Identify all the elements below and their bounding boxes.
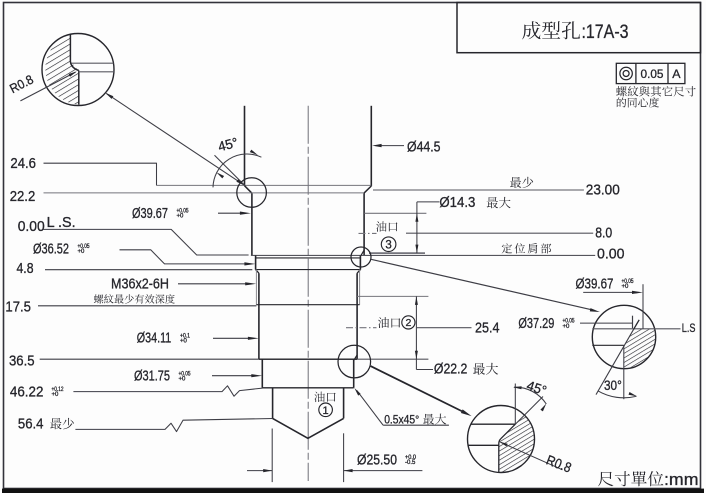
- svg-text:4.8: 4.8: [17, 261, 34, 277]
- svg-text:Ø37.29: Ø37.29: [518, 316, 554, 332]
- svg-text:24.6: 24.6: [10, 156, 36, 172]
- svg-text:+0.05: +0.05: [563, 319, 576, 325]
- svg-text:0.05: 0.05: [641, 67, 664, 81]
- svg-text:0.00: 0.00: [18, 219, 45, 235]
- svg-text:+0.12: +0.12: [52, 387, 65, 393]
- svg-text::17A-3: :17A-3: [582, 21, 629, 43]
- svg-text:0.00: 0.00: [597, 246, 625, 262]
- svg-text:+0: +0: [177, 214, 185, 220]
- svg-text:45°: 45°: [216, 135, 239, 155]
- svg-text:Ø36.52: Ø36.52: [33, 241, 69, 257]
- svg-text:+0.05: +0.05: [177, 209, 190, 215]
- svg-text:L .S.: L .S.: [47, 215, 76, 231]
- svg-text:Ø34.11: Ø34.11: [137, 331, 172, 347]
- svg-text:+0: +0: [622, 284, 630, 290]
- svg-text:+0: +0: [78, 249, 86, 255]
- svg-text:+0.1: +0.1: [180, 334, 191, 340]
- svg-text:30°: 30°: [604, 377, 622, 393]
- svg-text:46.22: 46.22: [10, 384, 44, 400]
- svg-text:36.5: 36.5: [9, 354, 35, 370]
- svg-text:+0: +0: [52, 392, 60, 398]
- svg-text:Ø22.2: Ø22.2: [434, 362, 468, 378]
- svg-text:A: A: [672, 67, 681, 81]
- svg-text:+0.05: +0.05: [78, 244, 91, 250]
- svg-text:1: 1: [323, 405, 329, 417]
- svg-text:Ø14.3: Ø14.3: [439, 195, 475, 211]
- svg-text:0.5x45°: 0.5x45°: [384, 412, 419, 426]
- svg-text:Ø39.67: Ø39.67: [132, 206, 168, 222]
- svg-text:25.4: 25.4: [475, 321, 500, 337]
- svg-text::mm: :mm: [664, 470, 699, 489]
- svg-text:45°: 45°: [525, 378, 549, 398]
- svg-text:23.00: 23.00: [586, 182, 620, 198]
- svg-text:22.2: 22.2: [10, 189, 36, 205]
- svg-text:L.S: L.S: [682, 321, 696, 335]
- svg-text:Ø25.50: Ø25.50: [357, 452, 397, 468]
- svg-text:Ø39.67: Ø39.67: [576, 276, 614, 292]
- svg-text:+0.05: +0.05: [179, 372, 192, 378]
- svg-text:M36x2-6H: M36x2-6H: [111, 276, 169, 292]
- svg-text:Ø31.75: Ø31.75: [134, 369, 170, 385]
- svg-text:+0: +0: [180, 339, 188, 345]
- svg-text:Ø44.5: Ø44.5: [407, 139, 441, 155]
- svg-text:+0: +0: [563, 324, 571, 330]
- svg-text:2: 2: [405, 317, 411, 329]
- svg-text:+0.0: +0.0: [405, 455, 417, 461]
- svg-text:17.5: 17.5: [5, 299, 31, 315]
- svg-text:+0.05: +0.05: [622, 279, 635, 285]
- svg-text:8.0: 8.0: [595, 225, 612, 241]
- svg-text:+0: +0: [179, 377, 187, 383]
- svg-text:-0.5: -0.5: [405, 460, 416, 466]
- svg-text:56.4: 56.4: [18, 416, 44, 432]
- svg-text:3: 3: [385, 239, 391, 251]
